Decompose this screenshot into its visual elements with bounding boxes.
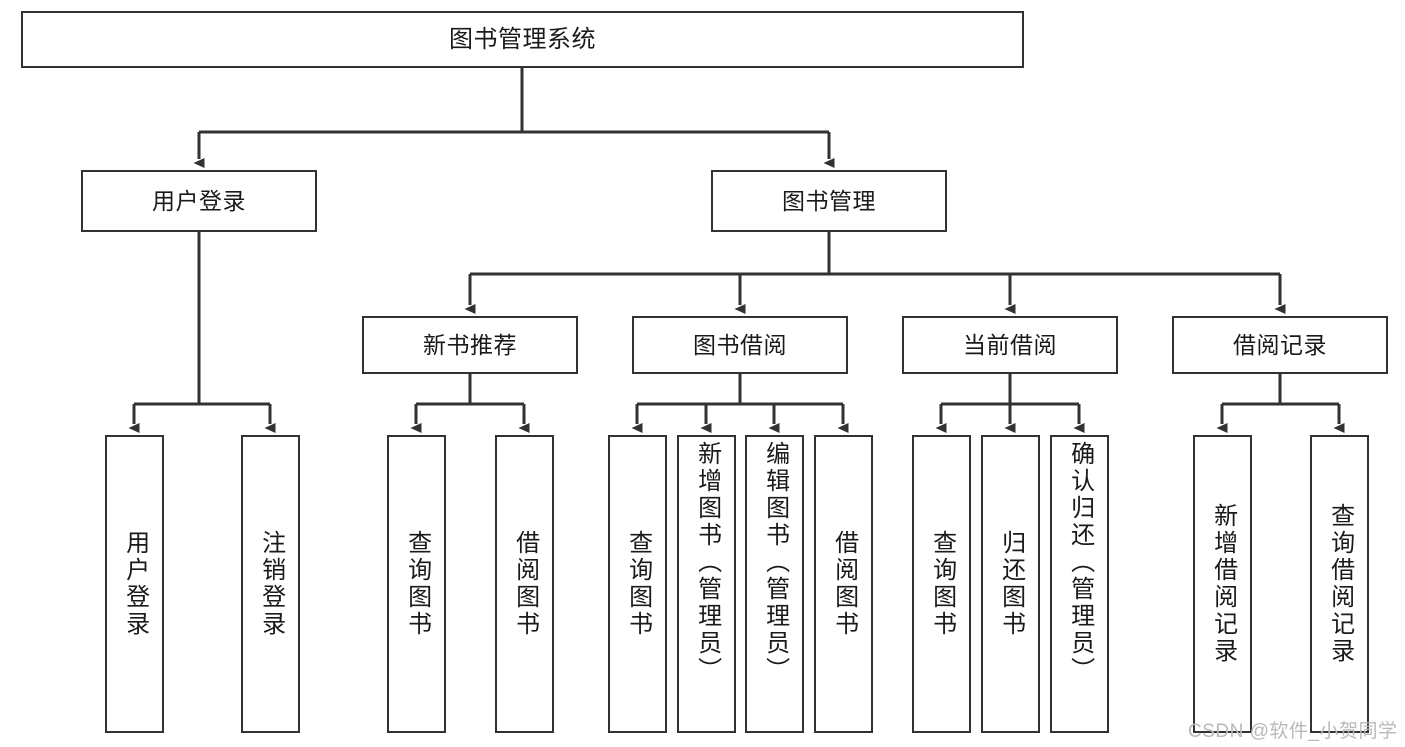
node-label: 查询借阅记录 bbox=[1326, 503, 1354, 665]
leaf-query-book-new-rec[interactable]: 查询图书 bbox=[387, 435, 446, 733]
node-label: 借阅记录 bbox=[1233, 331, 1327, 358]
leaf-query-borrow-record[interactable]: 查询借阅记录 bbox=[1310, 435, 1369, 733]
node-label: 归还图书 bbox=[997, 530, 1025, 638]
node-label: 查询图书 bbox=[624, 530, 652, 638]
node-book-borrow[interactable]: 图书借阅 bbox=[632, 316, 848, 374]
node-root-book-management-system[interactable]: 图书管理系统 bbox=[21, 11, 1024, 68]
csdn-watermark: CSDN @软件_小贺同学 bbox=[1188, 721, 1398, 742]
leaf-add-borrow-record[interactable]: 新增借阅记录 bbox=[1193, 435, 1252, 733]
node-label: 借阅图书 bbox=[830, 530, 858, 638]
node-label: 查询图书 bbox=[403, 530, 431, 638]
node-label: 新书推荐 bbox=[423, 331, 517, 358]
node-book-management[interactable]: 图书管理 bbox=[711, 170, 947, 232]
node-current-borrow[interactable]: 当前借阅 bbox=[902, 316, 1118, 374]
node-label: 新增借阅记录 bbox=[1209, 503, 1237, 665]
leaf-user-login[interactable]: 用户登录 bbox=[105, 435, 164, 733]
leaf-confirm-return-admin[interactable]: 确认归还（管理员） bbox=[1050, 435, 1109, 733]
node-label: 图书管理 bbox=[782, 187, 876, 214]
node-new-book-recommendation[interactable]: 新书推荐 bbox=[362, 316, 578, 374]
node-label: 确认归还（管理员） bbox=[1066, 441, 1094, 684]
node-label: 编辑图书（管理员） bbox=[761, 441, 789, 684]
node-label: 注销登录 bbox=[257, 530, 285, 638]
leaf-query-book-current[interactable]: 查询图书 bbox=[912, 435, 971, 733]
leaf-query-book-borrow[interactable]: 查询图书 bbox=[608, 435, 667, 733]
leaf-logout[interactable]: 注销登录 bbox=[241, 435, 300, 733]
node-label: 图书借阅 bbox=[693, 331, 787, 358]
node-label: 图书管理系统 bbox=[449, 25, 596, 53]
node-label: 查询图书 bbox=[928, 530, 956, 638]
leaf-borrow-book-new-rec[interactable]: 借阅图书 bbox=[495, 435, 554, 733]
node-label: 用户登录 bbox=[152, 187, 246, 214]
node-user-login[interactable]: 用户登录 bbox=[81, 170, 317, 232]
leaf-edit-book-admin[interactable]: 编辑图书（管理员） bbox=[745, 435, 804, 733]
leaf-add-book-admin[interactable]: 新增图书（管理员） bbox=[677, 435, 736, 733]
node-label: 当前借阅 bbox=[963, 331, 1057, 358]
leaf-return-book[interactable]: 归还图书 bbox=[981, 435, 1040, 733]
node-label: 借阅图书 bbox=[511, 530, 539, 638]
node-label: 新增图书（管理员） bbox=[693, 441, 721, 684]
node-label: 用户登录 bbox=[121, 530, 149, 638]
leaf-borrow-book-borrow[interactable]: 借阅图书 bbox=[814, 435, 873, 733]
node-borrow-record[interactable]: 借阅记录 bbox=[1172, 316, 1388, 374]
